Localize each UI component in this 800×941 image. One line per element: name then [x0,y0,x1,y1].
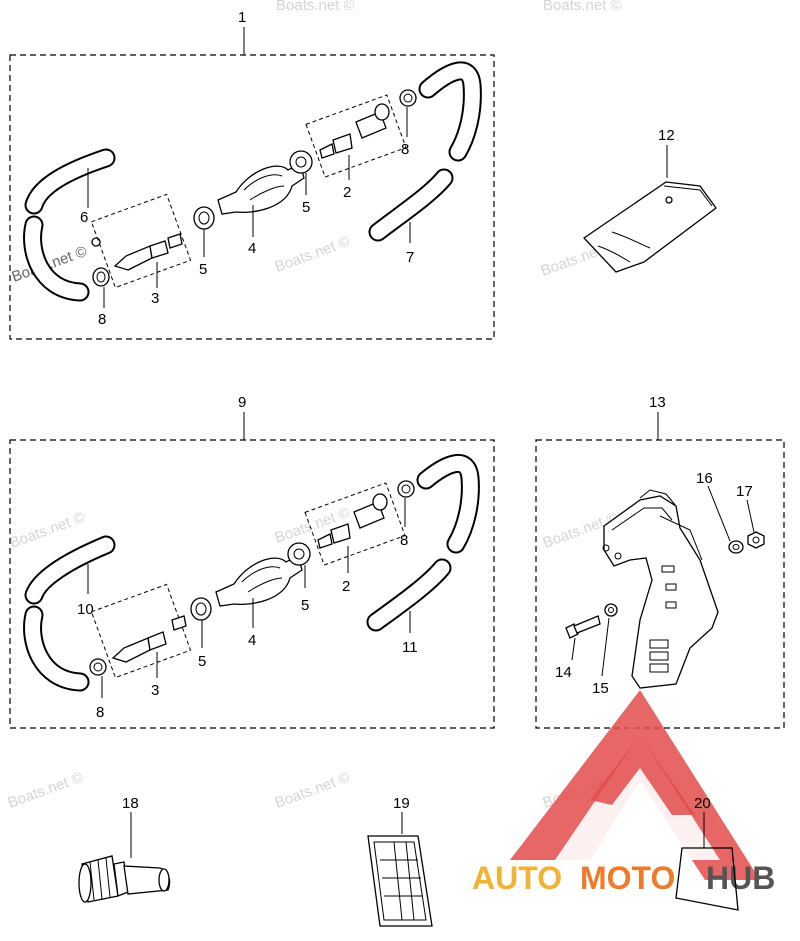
ring-5 [287,542,311,566]
callout-15: 15 [592,680,609,697]
bolt-14 [565,615,601,639]
callout-5: 5 [199,261,207,278]
logo-text-auto: AUTO [472,860,562,896]
nut-8 [397,480,415,498]
callout-4: 4 [248,240,256,257]
watermark: Boats.net © [543,0,622,14]
nut-8 [92,267,110,287]
automotohub-logo: AUTO MOTO HUB [472,690,775,896]
washer-15 [604,603,618,617]
callout-4: 4 [248,632,256,649]
hose-7 [368,61,482,242]
callout-2: 2 [342,578,350,595]
parts-bag-12: 12 [583,127,717,273]
callout-2: 2 [343,184,351,201]
decal-19: 19 [367,795,433,927]
fuel-line-kit-1: 1 6 8 3 [9,9,495,340]
watermark: Boats.net © [6,769,86,812]
connector-2 [317,493,388,549]
callout-10: 10 [77,601,94,618]
callout-7: 7 [406,249,414,266]
ring-5 [190,597,212,621]
callout-8: 8 [400,532,408,549]
connector-3-frame [90,193,192,289]
callout-1: 1 [238,9,246,26]
washer-16 [728,540,744,554]
logo-text-moto: MOTO [580,860,675,896]
primer-bulb-4 [217,163,305,215]
connector-3 [111,615,187,663]
connector-2-frame [305,94,407,178]
hose-11 [366,454,480,632]
callout-12: 12 [658,127,675,144]
callout-13: 13 [649,394,666,411]
callout-14: 14 [555,664,572,681]
callout-19: 19 [393,795,410,812]
callout-8: 8 [98,311,106,328]
watermark: Boats.net © [273,769,353,812]
connector-3 [113,233,183,271]
callout-20: 20 [694,795,711,812]
kit-9-frame [9,439,495,729]
watermark: Boats.net © [8,509,88,552]
callout-8: 8 [96,704,104,721]
callout-17: 17 [736,483,753,500]
washer [91,237,101,247]
connector-3-frame [90,583,192,679]
callout-9: 9 [238,394,246,411]
callout-5: 5 [198,653,206,670]
nut-8 [399,89,417,107]
primer-bulb-4 [215,555,303,607]
callout-3: 3 [151,682,159,699]
hose-10 [23,535,116,692]
callout-6: 6 [80,209,88,226]
callout-16: 16 [696,470,713,487]
nut-17 [747,531,765,549]
ring-5 [193,206,215,230]
watermark: Boats.net © [276,0,355,14]
hose-6 [23,148,116,302]
callout-3: 3 [151,290,159,307]
watermark: Boats.net © [273,233,353,276]
fuel-line-kit-9: 9 10 8 3 5 [9,394,495,729]
callout-18: 18 [122,795,139,812]
ring-5 [289,150,313,174]
nut-8 [89,658,107,676]
callout-5: 5 [301,597,309,614]
callout-5: 5 [302,199,310,216]
connector-2 [319,103,390,159]
connector-2-frame [304,482,406,566]
hose-fitting-18: 18 [78,795,171,903]
plate-20: 20 [675,795,739,911]
logo-text-hub: HUB [706,860,775,896]
kit-1-frame [9,54,495,340]
callout-11: 11 [402,639,418,656]
callout-8: 8 [401,141,409,158]
bracket [602,489,719,689]
bracket-kit-13: 13 14 15 [535,394,785,729]
